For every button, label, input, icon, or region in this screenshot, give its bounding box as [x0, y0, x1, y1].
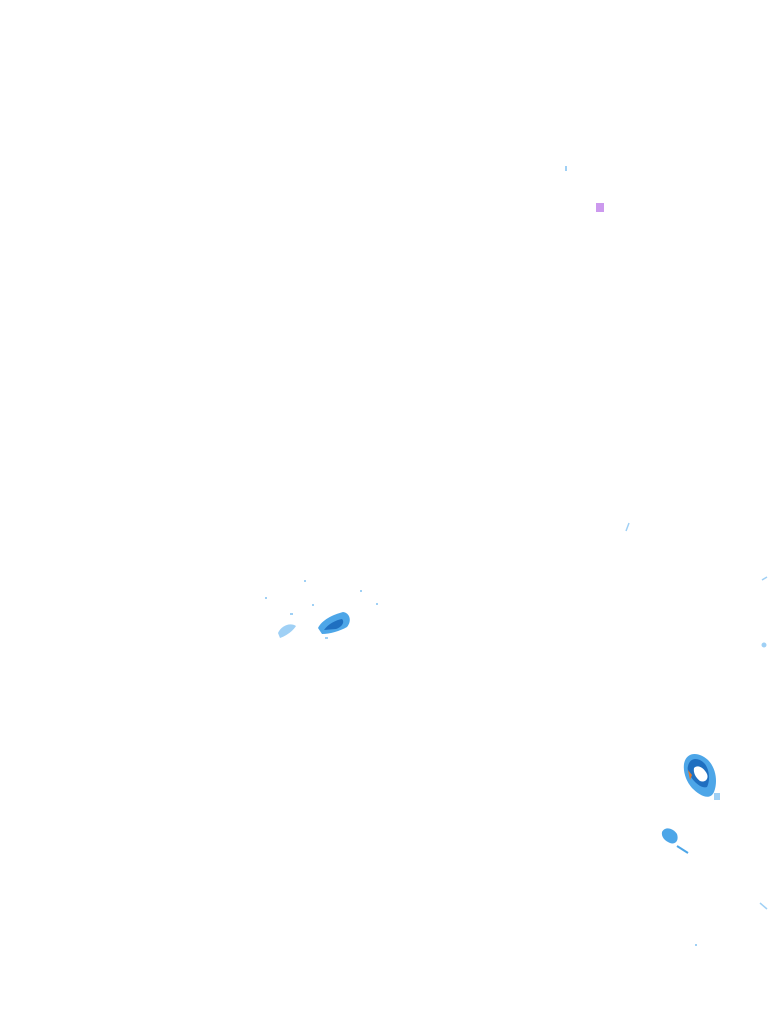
echo-cluster-west — [265, 580, 378, 639]
echo-tail-southeast — [661, 828, 689, 854]
echo-speck-north — [565, 166, 567, 171]
echo-edge-south — [695, 902, 768, 946]
echo-artifact-purple — [596, 203, 604, 212]
echo-edge-east — [761, 576, 768, 648]
echo-streak-east — [625, 522, 630, 532]
echo-cell-southeast — [683, 754, 720, 800]
